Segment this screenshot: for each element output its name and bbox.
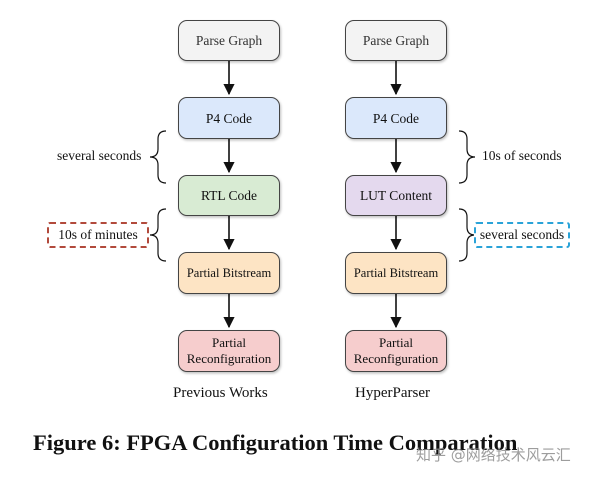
left-time-label-2-text: 10s of minutes [58,227,138,242]
left-node-parse-graph: Parse Graph [178,20,280,61]
right-time-label-1: 10s of seconds [482,148,562,163]
left-column-title: Previous Works [173,385,268,401]
right-node-parse-graph: Parse Graph [345,20,447,61]
brace-left-2 [149,208,167,262]
brace-right-1 [458,130,476,184]
left-node-rtl-code: RTL Code [178,175,280,216]
right-node-lut-content: LUT Content [345,175,447,216]
brace-right-2 [458,208,476,262]
left-node-partial-bitstream: Partial Bitstream [178,252,280,294]
right-node-partial-reconfiguration: Partial Reconfiguration [345,330,447,372]
watermark-text: 知乎 @网络技术风云汇 [416,446,571,464]
right-time-label-2: several seconds [474,222,570,248]
right-time-label-2-text: several seconds [479,227,565,242]
right-node-partial-bitstream: Partial Bitstream [345,252,447,294]
right-column-title: HyperParser [355,385,430,401]
left-time-label-2: 10s of minutes [47,222,149,248]
left-node-p4-code: P4 Code [178,97,280,139]
left-node-partial-reconfiguration: Partial Reconfiguration [178,330,280,372]
brace-left-1 [149,130,167,184]
left-time-label-1: several seconds [57,148,142,163]
right-node-p4-code: P4 Code [345,97,447,139]
figure-caption: Figure 6: FPGA Configuration Time Compar… [33,430,518,455]
